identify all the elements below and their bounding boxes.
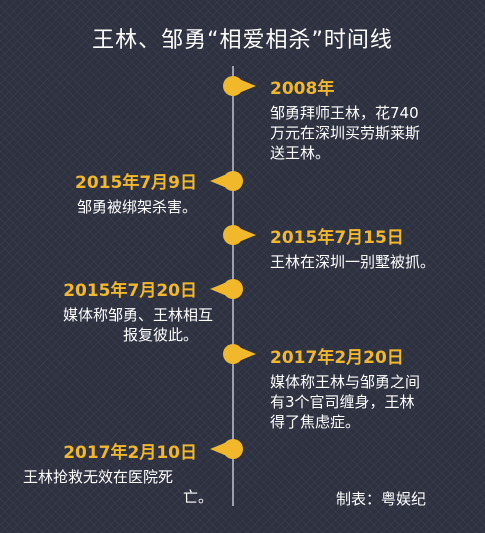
timeline-marker-6 bbox=[210, 439, 243, 459]
timeline-event-1: 2008年 邹勇拜师王林，花740 万元在深圳买劳斯莱斯 送王林。 bbox=[270, 74, 420, 163]
timeline-event-3: 2015年7月15日 王林在深圳一别墅被抓。 bbox=[270, 223, 435, 272]
event-desc: 媒体称王林与邹勇之间 有3个官司缠身，王林 得了焦虑症。 bbox=[270, 373, 421, 431]
event-date: 2017年2月20日 bbox=[270, 348, 404, 368]
event-desc: 媒体称邹勇、王林相互 报复彼此。 bbox=[62, 306, 213, 344]
timeline-marker-2 bbox=[210, 171, 243, 191]
event-date: 2015年7月20日 bbox=[63, 281, 197, 301]
timeline-marker-4 bbox=[210, 279, 243, 299]
timeline-event-5: 2017年2月20日 媒体称王林与邹勇之间 有3个官司缠身，王林 得了焦虑症。 bbox=[270, 343, 420, 432]
timeline-event-2: 2015年7月9日 邹勇被绑架杀害。 bbox=[75, 168, 197, 217]
timeline-marker-5 bbox=[223, 344, 256, 364]
event-desc: 邹勇拜师王林，花740 万元在深圳买劳斯莱斯 送王林。 bbox=[270, 104, 421, 162]
event-date: 2015年7月15日 bbox=[270, 228, 404, 248]
event-desc: 王林抢救无效在医院死 亡。 bbox=[22, 468, 213, 506]
event-date: 2008年 bbox=[270, 79, 335, 99]
timeline-marker-1 bbox=[223, 76, 256, 96]
timeline-marker-3 bbox=[223, 225, 256, 245]
event-date: 2017年2月10日 bbox=[63, 443, 197, 463]
page-title: 王林、邹勇“相爱相杀”时间线 bbox=[92, 28, 393, 53]
timeline-event-6: 2017年2月10日 王林抢救无效在医院死 亡。 bbox=[23, 438, 213, 507]
timeline-event-4: 2015年7月20日 媒体称邹勇、王林相互 报复彼此。 bbox=[63, 276, 213, 345]
event-date: 2015年7月9日 bbox=[75, 173, 197, 193]
event-desc: 王林在深圳一别墅被抓。 bbox=[270, 253, 436, 271]
event-desc: 邹勇被绑架杀害。 bbox=[76, 198, 197, 216]
credit-label: 制表：粤娱纪 bbox=[336, 490, 427, 508]
